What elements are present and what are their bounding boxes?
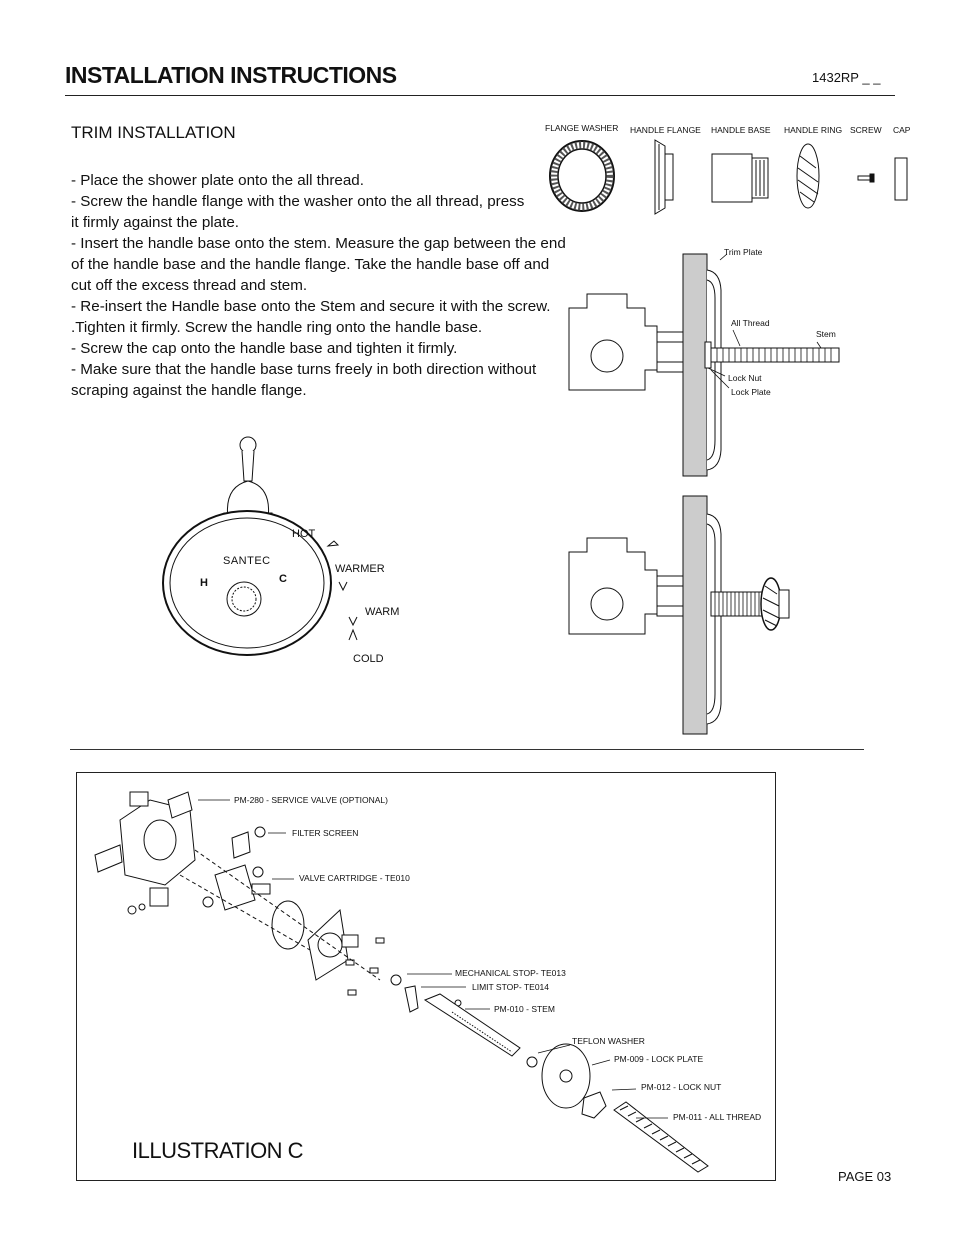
- header-divider: [65, 95, 895, 96]
- instruction-step: - Insert the handle base onto the stem. …: [71, 235, 566, 294]
- valve-section-view-1: [568, 253, 840, 477]
- valve-cartridge-icon: [214, 864, 256, 911]
- cap-icon: [894, 157, 908, 201]
- part-label-handle-base: HANDLE BASE: [711, 125, 771, 135]
- page-number: PAGE 03: [838, 1169, 892, 1184]
- all-thread-icon: [613, 1101, 709, 1173]
- page-title: INSTALLATION INSTRUCTIONS: [65, 62, 397, 88]
- callout-lock-nut: PM-012 - LOCK NUT: [641, 1082, 722, 1092]
- valve-section-view-2: [568, 495, 790, 735]
- lever-handle-icon: [223, 436, 273, 521]
- instruction-step: - Re-insert the Handle base onto the Ste…: [71, 298, 551, 336]
- handle-ring: [760, 577, 782, 631]
- label-all-thread: All Thread: [731, 318, 770, 328]
- label-stem: Stem: [816, 329, 836, 339]
- service-valve-icon: [167, 791, 193, 819]
- cap: [778, 589, 790, 619]
- handle-ring-icon: [796, 143, 820, 209]
- shower-plate-icon: [162, 510, 332, 656]
- stem-icon: [423, 993, 521, 1057]
- instruction-step: - Place the shower plate onto the all th…: [71, 172, 364, 189]
- section-divider: [70, 749, 864, 750]
- wall-section: [682, 253, 708, 477]
- small-fitting-icon: [149, 887, 169, 907]
- inlet-icon: [129, 791, 149, 807]
- label-hot: HOT: [292, 528, 316, 540]
- trim-installation-heading: TRIM INSTALLATION: [71, 123, 236, 142]
- valve-body: [568, 293, 684, 391]
- hot-indicator: H: [200, 577, 208, 589]
- instruction-step: - Make sure that the handle base turns f…: [71, 361, 537, 399]
- flange-washer-icon: [549, 140, 615, 212]
- part-label-handle-flange: HANDLE FLANGE: [630, 125, 701, 135]
- exploded-view-drawing: [94, 791, 709, 1173]
- illustration-frame: [76, 772, 776, 1181]
- part-label-flange-washer: FLANGE WASHER: [545, 123, 619, 133]
- lock-nut-icon: [581, 1091, 607, 1119]
- label-trim-plate: Trim Plate: [724, 247, 763, 257]
- handle-temperature-drawing: [162, 436, 358, 656]
- label-warm: WARM: [365, 606, 400, 618]
- trim-parts-drawing: [549, 139, 908, 215]
- illustration-title: ILLUSTRATION C: [132, 1138, 304, 1163]
- o-ring-icon: [271, 900, 305, 950]
- callout-stem: PM-010 - STEM: [494, 1004, 555, 1014]
- part-label-cap: CAP: [893, 125, 911, 135]
- document-number: 1432RP _ _: [812, 70, 881, 85]
- handle-flange-icon: [654, 139, 674, 215]
- screw-icon: [857, 173, 875, 183]
- label-warmer: WARMER: [335, 563, 385, 575]
- callout-all-thread: PM-011 - ALL THREAD: [673, 1112, 762, 1122]
- label-lock-plate: Lock Plate: [731, 387, 771, 397]
- callout-limit-stop: LIMIT STOP- TE014: [472, 982, 550, 992]
- label-lock-nut: Lock Nut: [728, 373, 762, 383]
- instruction-step: - Screw the cap onto the handle base and…: [71, 340, 458, 357]
- label-cold: COLD: [353, 653, 384, 665]
- cold-indicator: C: [279, 573, 287, 585]
- filter-screen-icon: [231, 831, 251, 859]
- trim-plate: [706, 269, 722, 471]
- instruction-step: - Screw the handle flange with the washe…: [71, 193, 525, 231]
- screw-icon: [375, 937, 385, 944]
- brand-logo: SANTEC: [223, 555, 271, 567]
- part-label-handle-ring: HANDLE RING: [784, 125, 843, 135]
- wall-section: [682, 495, 708, 735]
- callout-valve-cartridge: VALVE CARTRIDGE - TE010: [299, 873, 410, 883]
- callout-filter-screen: FILTER SCREEN: [292, 828, 359, 838]
- lock-nut: [704, 341, 712, 369]
- inlet-fitting-icon: [94, 844, 123, 873]
- callout-mechanical-stop: MECHANICAL STOP- TE013: [455, 968, 566, 978]
- temperature-arrow-icons: [326, 540, 358, 641]
- part-label-screw: SCREW: [850, 125, 882, 135]
- limit-stop-icon: [404, 985, 419, 1013]
- mechanical-stop-icon: [390, 974, 402, 986]
- callout-lock-plate: PM-009 - LOCK PLATE: [614, 1054, 704, 1064]
- callout-service-valve: PM-280 - SERVICE VALVE (OPTIONAL): [234, 795, 388, 805]
- teflon-washer-icon: [526, 1056, 538, 1068]
- instruction-list: - Place the shower plate onto the all th…: [71, 170, 581, 401]
- handle-base-icon: [711, 153, 769, 203]
- callout-teflon-washer: TEFLON WASHER: [572, 1036, 645, 1046]
